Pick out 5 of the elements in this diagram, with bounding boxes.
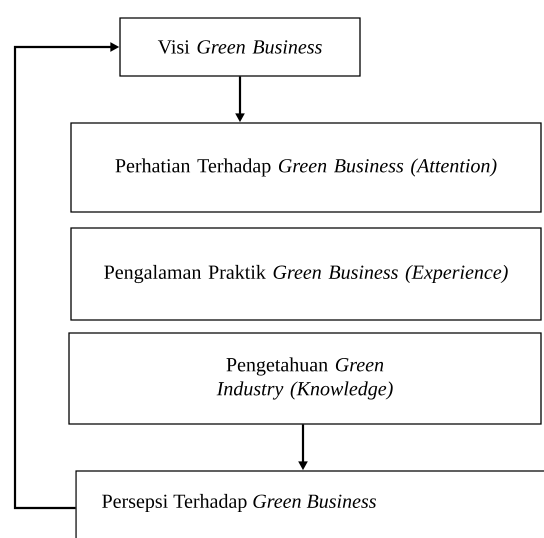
process-box: Pengalaman Praktik Green Business (Experience) <box>70 227 542 321</box>
process-box: Pengetahuan Green Industry (Knowledge) <box>68 332 542 425</box>
process-box: Perhatian Terhadap Green Business (Attention) <box>70 122 542 213</box>
process-box: Persepsi Terhadap Green Business <box>75 470 544 538</box>
process-box: Visi Green Business <box>119 17 361 77</box>
